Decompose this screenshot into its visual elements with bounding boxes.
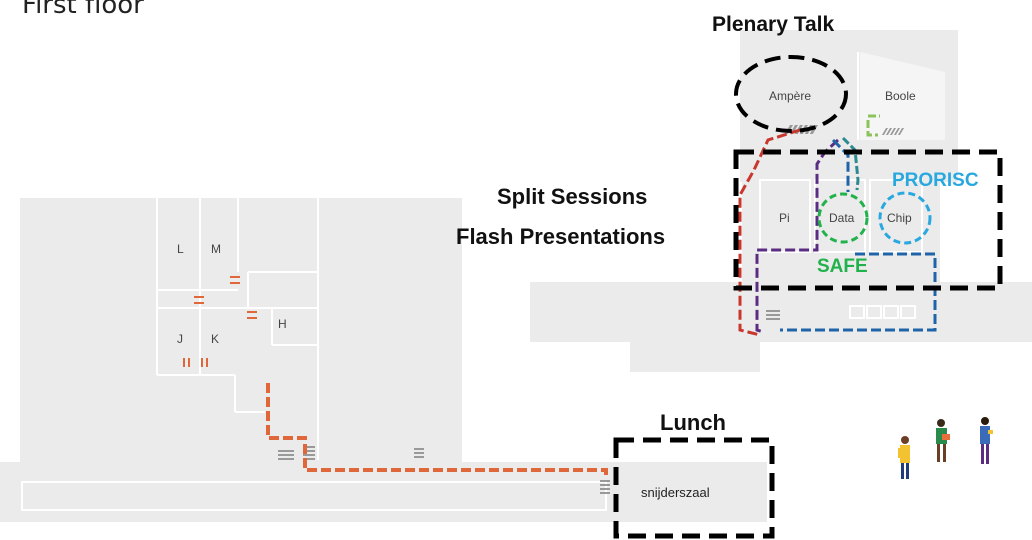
lunch-box <box>613 437 775 539</box>
route-light-green <box>866 114 880 137</box>
room-h: H <box>278 317 287 331</box>
route-blue <box>780 138 937 332</box>
arrow-markers <box>183 276 257 367</box>
route-orange <box>266 383 608 478</box>
room-ampere: Ampère <box>769 89 812 103</box>
room-l: L <box>177 242 184 256</box>
safe-label: SAFE <box>817 256 868 277</box>
room-chip: Chip <box>887 211 912 225</box>
route-red <box>738 128 801 337</box>
room-pi: Pi <box>779 211 790 225</box>
flash-presentations-heading: Flash Presentations <box>456 224 666 249</box>
room-snijderszaal: snijderszaal <box>641 485 710 500</box>
room-m: M <box>211 242 221 256</box>
lunch-heading: Lunch <box>660 410 726 435</box>
plenary-ellipse <box>734 55 848 133</box>
people-icon <box>898 417 993 479</box>
room-k: K <box>211 332 220 346</box>
floor-title: First floor <box>22 0 144 20</box>
data-circle <box>817 192 869 244</box>
room-data: Data <box>829 211 855 225</box>
room-j: J <box>177 332 183 346</box>
split-sessions-box <box>733 149 1003 291</box>
plenary-talk-heading: Plenary Talk <box>712 13 835 36</box>
chip-circle <box>878 191 932 245</box>
room-boole: Boole <box>885 89 916 103</box>
east-wing <box>530 30 1032 522</box>
prorisc-label: PRORISC <box>892 170 979 191</box>
split-sessions-heading: Split Sessions <box>497 184 648 209</box>
